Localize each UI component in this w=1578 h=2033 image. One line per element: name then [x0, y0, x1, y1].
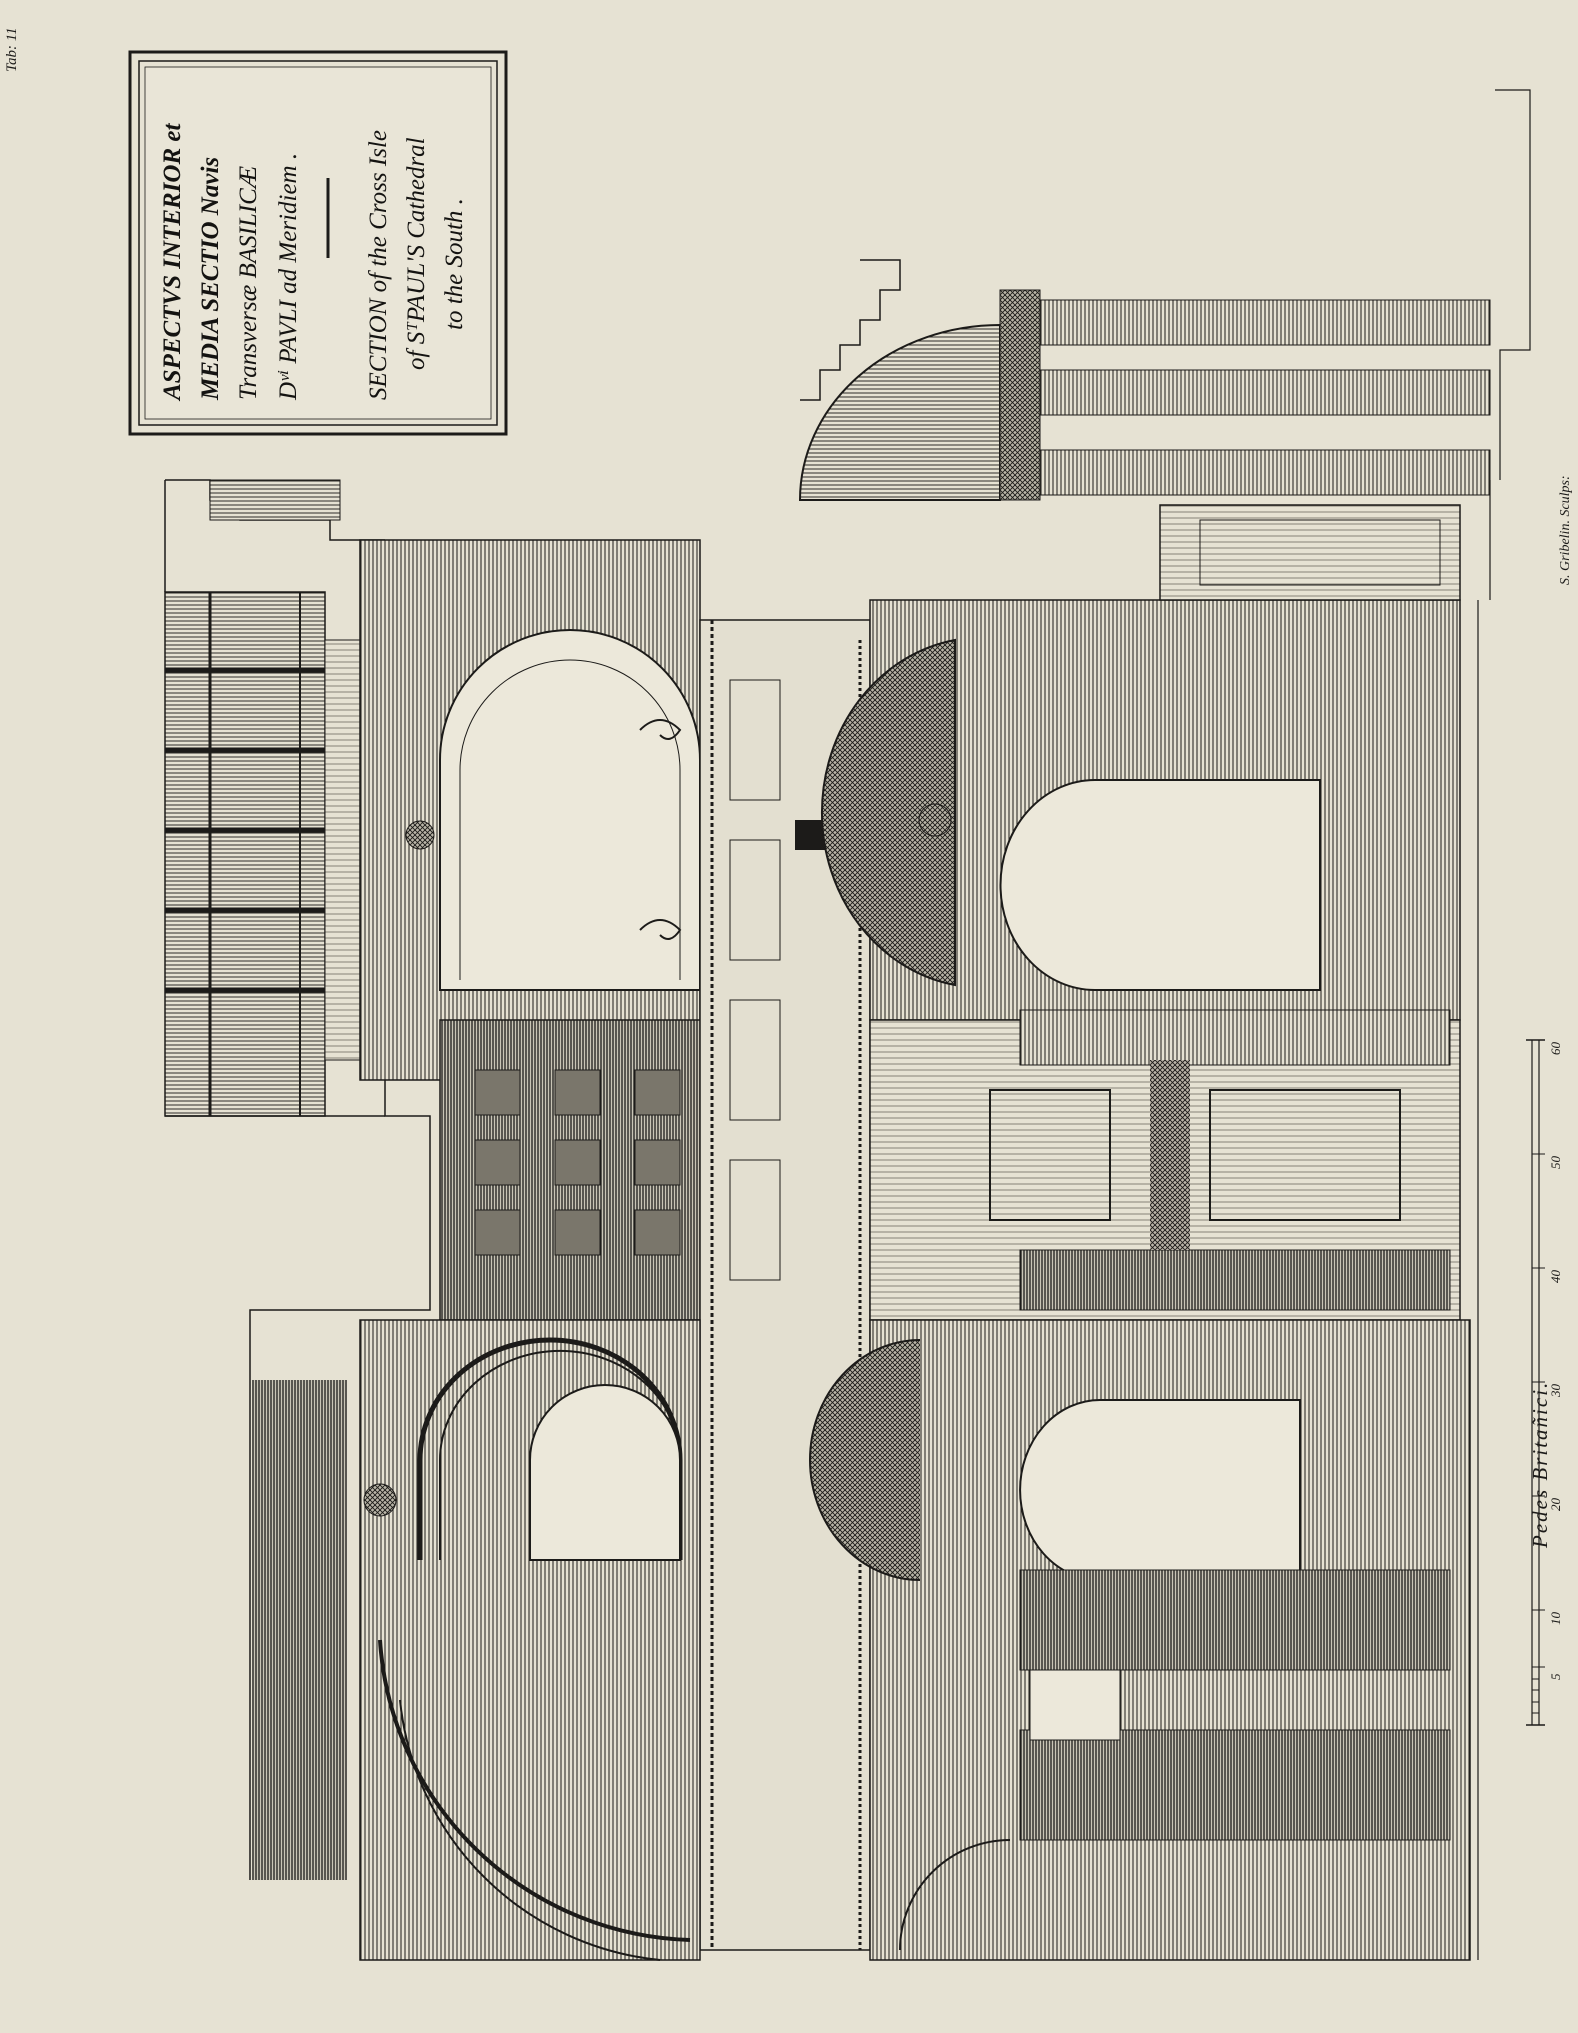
scale-tick-label: 10 — [1548, 1612, 1563, 1625]
lower-right-arch — [809, 1319, 1471, 1961]
scale-tick-label: 30 — [1548, 1384, 1563, 1397]
scale-tick-label: 40 — [1548, 1270, 1563, 1283]
scale-tick-label: 50 — [1548, 1156, 1563, 1169]
scale-tick-label: 5 — [1548, 1673, 1563, 1681]
engraver-credit: S. Gribelin. Sculps: — [1558, 475, 1573, 585]
title-cartouche-frame — [128, 50, 508, 436]
side-pilaster-block — [1159, 504, 1461, 601]
scale-tick-label: 60 — [1548, 1042, 1563, 1055]
pilaster-bay — [869, 1009, 1461, 1321]
scale-tick-label: 20 — [1548, 1498, 1563, 1511]
title-line-2: MEDIA SECTIO Navis — [197, 156, 224, 400]
title-line-4: Dᵛⁱ PAVLI ad Meridiem . — [275, 152, 302, 400]
upper-right-arch — [821, 599, 1461, 1021]
lower-left-arch — [359, 1319, 701, 1961]
title-line-3: Transversæ BASILICÆ — [235, 165, 262, 400]
outer-wall-profile — [249, 540, 431, 1880]
scale-bar — [1526, 1039, 1545, 1726]
roof-truss-section — [164, 479, 386, 1117]
scale-bar-label: Pedes Britañici. — [1528, 1380, 1552, 1548]
title-line-6: of SᵀPAUL'S Cathedral — [403, 137, 430, 370]
dome-colonnade — [798, 89, 1531, 501]
plate-number: Tab: 11 — [4, 27, 20, 72]
coffered-vault — [439, 1019, 706, 1321]
outer-jamb — [1477, 480, 1491, 1960]
title-line-5: SECTION of the Cross Isle — [365, 130, 392, 400]
title-line-7: to the South . — [441, 198, 468, 330]
title-line-1: ASPECTVS INTERIOR et — [159, 123, 186, 400]
clerestory-arch — [359, 539, 701, 1081]
